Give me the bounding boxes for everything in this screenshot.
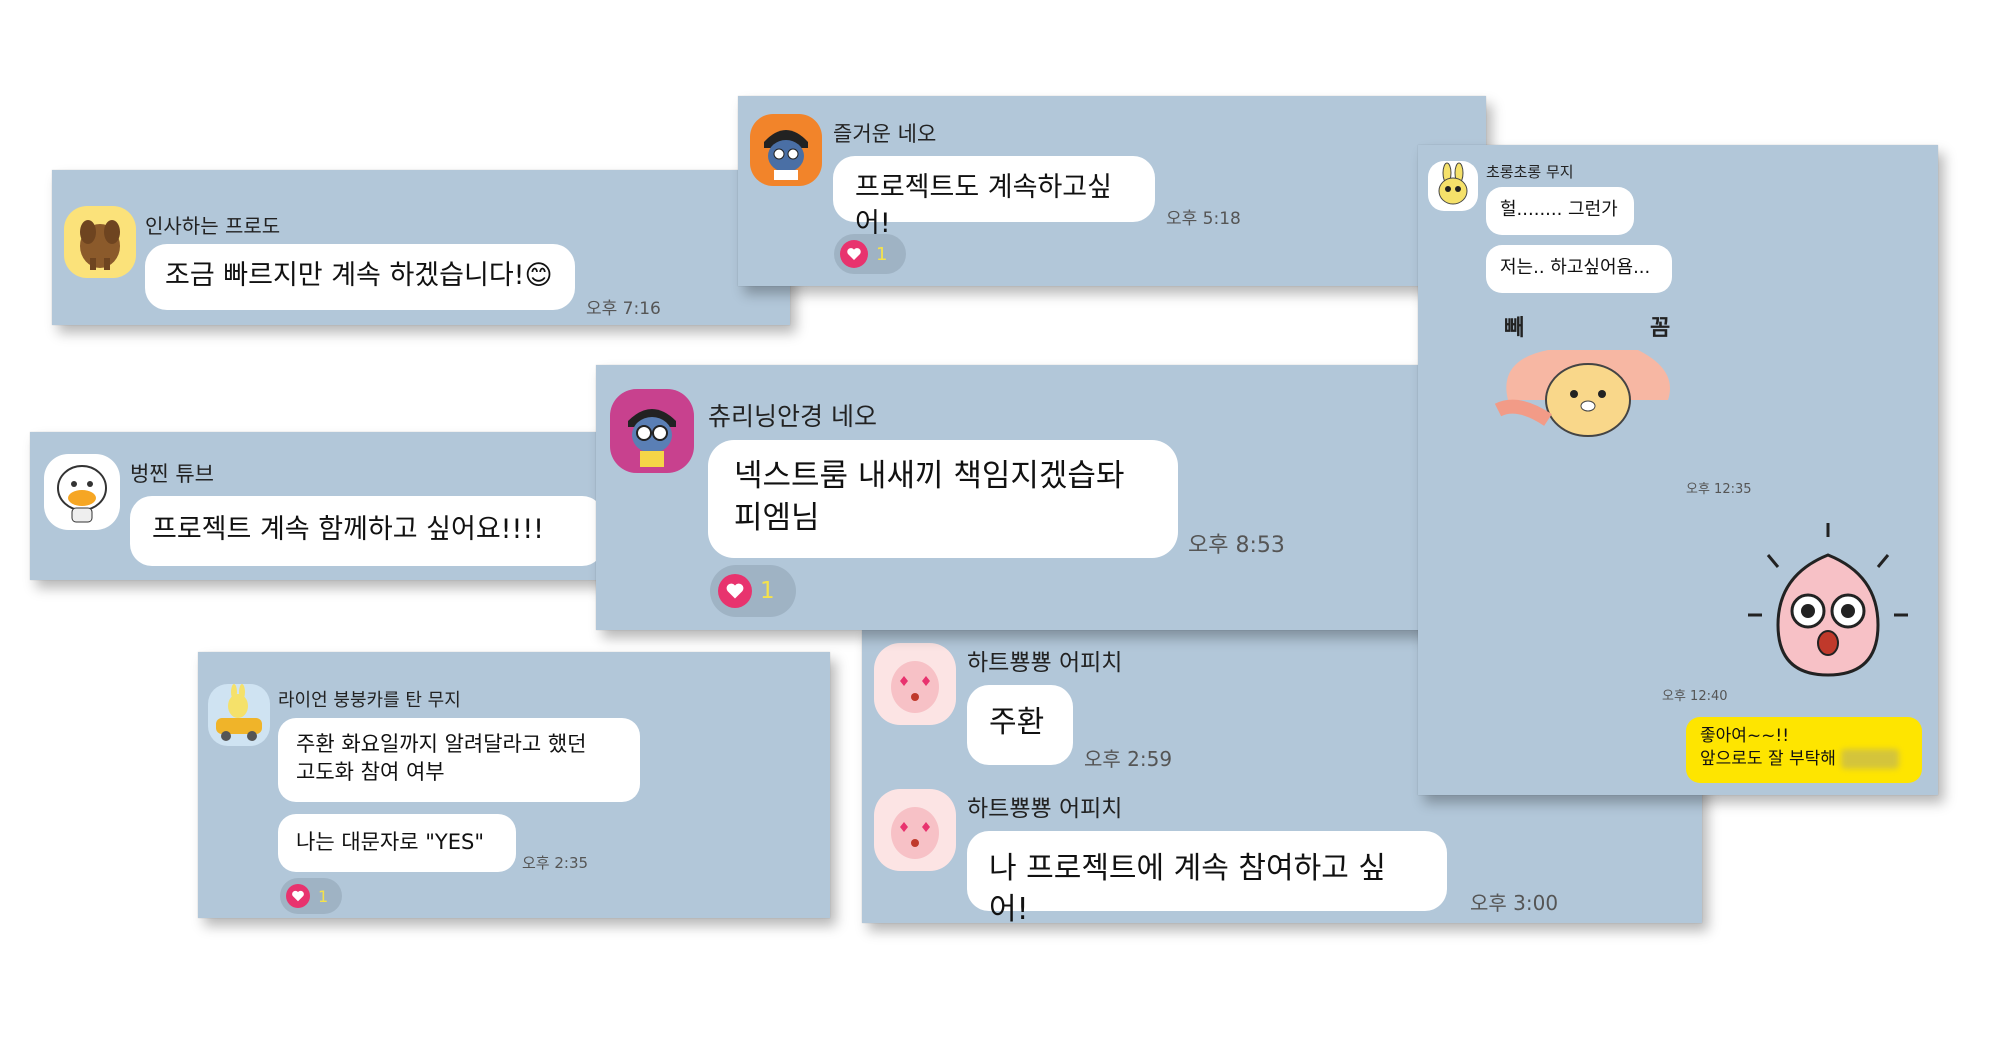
message-bubble[interactable]: 조금 빠르지만 계속 하겠습니다!😊 [145, 244, 575, 310]
message-text: 프로젝트도 계속하고싶어! [855, 172, 1112, 240]
apeach-avatar[interactable] [874, 643, 956, 725]
message-bubble[interactable]: 저는.. 하고싶어욤... [1486, 245, 1672, 293]
message-time: 오후 12:40 [1662, 689, 1728, 704]
smile-emoji-icon: 😊 [524, 260, 553, 291]
peek-sticker[interactable]: 빼 꼼 [1488, 310, 1688, 460]
reaction-count: 1 [876, 243, 888, 265]
message-text: 헐........ 그런가 [1500, 199, 1618, 220]
message-bubble[interactable]: 주환 [967, 685, 1073, 765]
neo-glasses-avatar[interactable] [610, 389, 694, 473]
duck-icon [57, 465, 107, 523]
message-time: 오후 3:00 [1470, 891, 1559, 915]
surprised-peach-icon [1748, 523, 1908, 677]
my-message-text: 좋아여~~!! [1700, 726, 1790, 746]
tube-avatar[interactable] [44, 454, 120, 530]
sender-name: 인사하는 프로도 [145, 214, 281, 238]
reaction-chip[interactable]: 1 [280, 878, 342, 914]
message-time: 오후 8:53 [1188, 533, 1285, 558]
peeking-character-icon [1494, 350, 1670, 437]
neo-character-icon [764, 130, 808, 180]
sticker-text-right: 꼼 [1650, 316, 1671, 341]
chat-card-tube: 벙찐 튜브 프로젝트 계속 함께하고 싶어요!!!! 오 [30, 432, 630, 580]
heart-reaction-icon [840, 240, 868, 268]
my-message-text: 앞으로도 잘 부탁해 [1700, 748, 1836, 769]
apeach-avatar[interactable] [874, 789, 956, 871]
chat-card-neo-glasses: 츄리닝안경 네오 넥스트룸 내새끼 책임지겠습돠 피엠님 오후 8:53 1 [596, 365, 1444, 630]
message-bubble[interactable]: 주환 화요일까지 알려달라고 했던 고도화 참여 여부 [278, 718, 640, 802]
message-text: 프로젝트 계속 함께하고 싶어요!!!! [152, 514, 544, 545]
message-bubble[interactable]: 프로젝트 계속 함께하고 싶어요!!!! [130, 496, 604, 566]
message-text: 저는.. 하고싶어욤... [1500, 257, 1651, 278]
peach-heart-eyes-icon [891, 807, 939, 859]
sender-name: 초롱초롱 무지 [1486, 163, 1574, 181]
heart-reaction-icon [286, 884, 310, 908]
message-time: 오후 12:35 [1686, 482, 1752, 497]
message-text: 나 프로젝트에 계속 참여하고 싶어! [989, 851, 1386, 927]
sender-name: 하트뿅뿅 어피치 [967, 796, 1123, 822]
message-text: 고도화 참여 여부 [296, 760, 445, 785]
sender-name: 즐거운 네오 [833, 122, 937, 146]
message-bubble[interactable]: 프로젝트도 계속하고싶어! [833, 156, 1155, 239]
message-text: 주환 화요일까지 알려달라고 했던 [296, 732, 587, 756]
sender-name: 하트뿅뿅 어피치 [967, 650, 1123, 676]
message-time: 오후 7:16 [586, 299, 661, 319]
message-time: 오후 2:59 [1084, 747, 1173, 771]
message-bubble[interactable]: 나는 대문자로 "YES" [278, 814, 516, 872]
message-text: 나는 대문자로 "YES" [296, 830, 485, 854]
muzi-lion-car-icon [216, 684, 262, 741]
frodo-avatar[interactable] [64, 206, 136, 278]
dog-icon [80, 220, 120, 270]
muzi-car-avatar[interactable] [208, 684, 270, 746]
reaction-count: 1 [760, 578, 775, 604]
muzi-bunny-icon [1438, 162, 1468, 205]
message-text: 넥스트룸 내새끼 책임지겠습돠 [734, 458, 1125, 494]
muzi-avatar[interactable] [1428, 161, 1478, 211]
chat-card-frodo: 인사하는 프로도 조금 빠르지만 계속 하겠습니다!😊 오후 7:16 [52, 170, 790, 325]
message-bubble[interactable]: 넥스트룸 내새끼 책임지겠습돠 피엠님 [708, 440, 1178, 558]
heart-reaction-icon [718, 574, 752, 608]
sender-name: 라이언 붕붕카를 탄 무지 [278, 690, 461, 711]
surprised-peach-sticker[interactable] [1738, 515, 1918, 695]
message-text: 주환 [989, 705, 1045, 740]
my-message-bubble[interactable]: 좋아여~~!! 앞으로도 잘 부탁해 [1686, 717, 1922, 783]
message-bubble[interactable]: 헐........ 그런가 [1486, 187, 1634, 235]
sender-name: 벙찐 튜브 [130, 462, 214, 486]
message-text: 조금 빠르지만 계속 하겠습니다! [165, 260, 525, 291]
chat-card-muzi: 초롱초롱 무지 헐........ 그런가 저는.. 하고싶어욤... 빼 꼼 … [1418, 145, 1938, 795]
peach-heart-eyes-icon [891, 661, 939, 713]
chat-card-neo: 즐거운 네오 프로젝트도 계속하고싶어! 오후 5:18 1 [738, 96, 1486, 286]
message-text: 피엠님 [734, 499, 820, 536]
sticker-text-left: 빼 [1504, 316, 1525, 341]
blurred-name [1841, 748, 1900, 769]
reaction-count: 1 [318, 886, 329, 906]
chat-card-muzi-car: 라이언 붕붕카를 탄 무지 주환 화요일까지 알려달라고 했던 고도화 참여 여… [198, 652, 830, 918]
message-time: 오후 5:18 [1166, 209, 1241, 229]
reaction-chip[interactable]: 1 [710, 565, 796, 617]
neo-glasses-character-icon [628, 409, 676, 467]
message-time: 오후 2:35 [522, 854, 589, 872]
neo-avatar[interactable] [750, 114, 822, 186]
reaction-chip[interactable]: 1 [834, 234, 906, 274]
sender-name: 츄리닝안경 네오 [708, 402, 877, 431]
message-bubble[interactable]: 나 프로젝트에 계속 참여하고 싶어! [967, 831, 1447, 927]
